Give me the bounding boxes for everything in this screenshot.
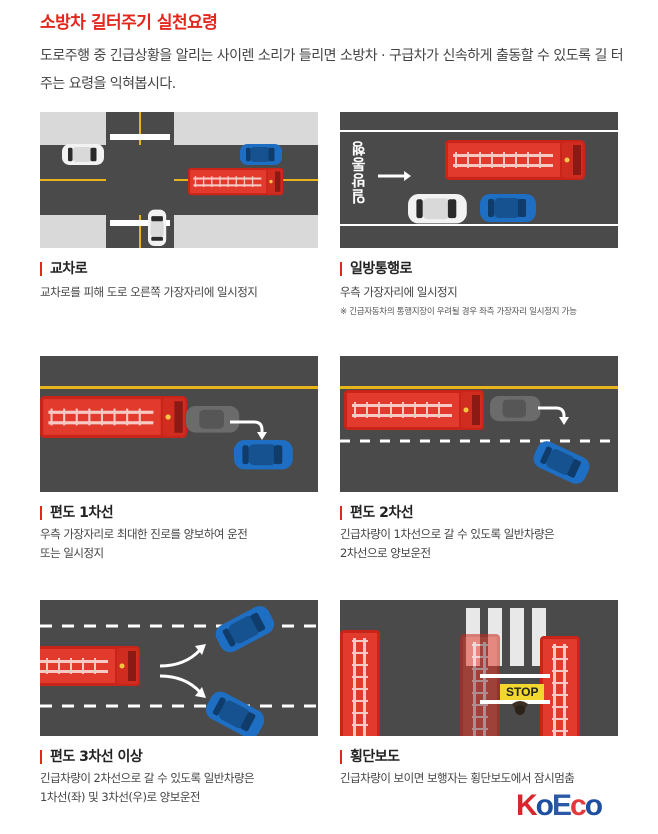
panel-three-lanes-desc-2: 1차선(좌) 및 3차선(우)로 양보운전 xyxy=(40,790,201,804)
panel-three-lanes-desc-1: 긴급차량이 2차선으로 갈 수 있도록 일반차량은 xyxy=(40,771,255,785)
panel-two-lanes xyxy=(340,356,618,492)
logo-letter-k: K xyxy=(516,789,538,822)
logo-letter-c: c xyxy=(570,789,587,822)
panel-one-way-note: ※ 긴급자동차의 통행지장이 우려될 경우 좌측 가장자리 일시정지 가능 xyxy=(340,307,577,317)
panel-intersection xyxy=(40,112,318,248)
panel-one-lane-desc-1: 우측 가장자리로 최대한 진로를 양보하여 운전 xyxy=(40,527,248,541)
koeco-logo: KoEco xyxy=(516,789,603,822)
panel-two-lanes-desc-2: 2차선으로 양보운전 xyxy=(340,546,431,560)
panel-intersection-title: 교차로 xyxy=(40,262,88,276)
panel-three-lanes xyxy=(40,600,318,736)
panel-one-way: 일방통행 xyxy=(340,112,618,248)
intro-text: 도로주행 중 긴급상황을 알리는 사이렌 소리가 들리면 소방차 · 구급차가 … xyxy=(40,48,624,92)
logo-letter-o2: o xyxy=(584,789,603,822)
panel-crosswalk-title: 횡단보도 xyxy=(340,750,400,764)
logo-letter-o: o xyxy=(535,789,554,822)
panel-crosswalk-desc: 긴급차량이 보이면 보행자는 횡단보도에서 잠시멈춤 xyxy=(340,771,575,785)
panel-one-lane-desc-2: 또는 일시정지 xyxy=(40,546,104,560)
one-way-road-text: 일방통행 xyxy=(350,140,368,204)
panel-crosswalk: STOP xyxy=(340,600,618,736)
logo-letter-e: E xyxy=(552,789,572,822)
panel-three-lanes-title: 편도 3차선 이상 xyxy=(40,750,143,764)
stop-sign-text: STOP xyxy=(500,684,545,700)
panel-one-lane xyxy=(40,356,318,492)
panel-intersection-desc: 교차로를 피해 도로 오른쪽 가장자리에 일시정지 xyxy=(40,285,258,299)
panel-two-lanes-desc-1: 긴급차량이 1차선으로 갈 수 있도록 일반차량은 xyxy=(340,527,555,541)
panel-two-lanes-title: 편도 2차선 xyxy=(340,506,414,520)
page-title: 소방차 길터주기 실천요령 xyxy=(40,13,218,33)
panel-one-way-title: 일방통행로 xyxy=(340,262,412,276)
panel-one-lane-title: 편도 1차선 xyxy=(40,506,114,520)
panel-one-way-desc: 우측 가장자리에 일시정지 xyxy=(340,285,458,299)
